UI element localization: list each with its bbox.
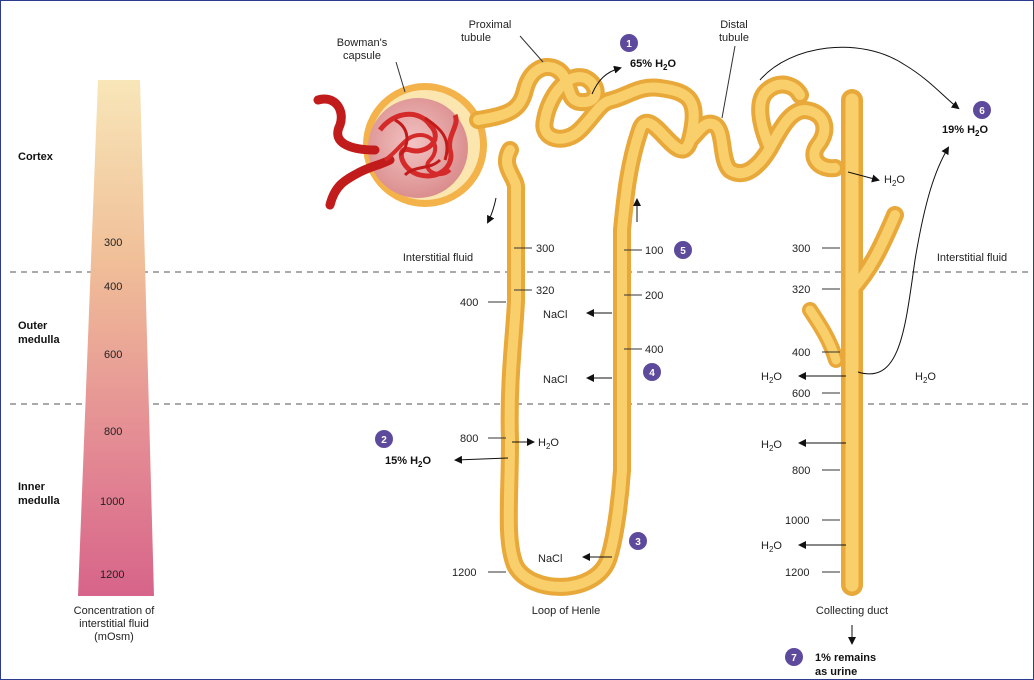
gradient-value-400: 400 bbox=[104, 281, 122, 293]
ascending-value-200: 200 bbox=[645, 290, 663, 302]
water-label-descending: H2O bbox=[538, 437, 559, 451]
duct-value-400: 400 bbox=[792, 347, 810, 359]
step-6-text: 19% H2O bbox=[942, 124, 988, 138]
nacl-label-bottom: NaCl bbox=[538, 553, 562, 565]
collecting-duct-label: Collecting duct bbox=[816, 605, 888, 617]
step-7-text-1: 1% remains bbox=[815, 652, 876, 664]
bowmans-capsule-label-2: capsule bbox=[343, 50, 381, 62]
svg-text:4: 4 bbox=[649, 368, 655, 379]
bowmans-capsule bbox=[318, 83, 487, 207]
collecting-duct-values: 300 320 400 600 800 1000 1200 bbox=[785, 243, 840, 579]
descending-value-1200: 1200 bbox=[452, 567, 476, 579]
zone-inner-medulla-label-1: Inner bbox=[18, 481, 46, 493]
nephron-tubule bbox=[478, 67, 895, 587]
distal-tubule-label-2: tubule bbox=[719, 32, 749, 44]
water-label-duct-3: H2O bbox=[761, 439, 782, 453]
gradient-caption-2: interstitial fluid bbox=[79, 618, 149, 630]
step-badge-6: 6 bbox=[973, 101, 991, 119]
svg-text:3: 3 bbox=[635, 537, 641, 548]
zone-inner-medulla-label-2: medulla bbox=[18, 495, 60, 507]
step-badge-3: 3 bbox=[629, 532, 647, 550]
step-7-text-2: as urine bbox=[815, 666, 857, 678]
svg-text:7: 7 bbox=[791, 653, 797, 664]
interstitial-fluid-left-label: Interstitial fluid bbox=[403, 252, 473, 264]
svg-text:1: 1 bbox=[626, 39, 632, 50]
concentration-gradient-bar bbox=[78, 80, 154, 596]
descending-value-400: 400 bbox=[460, 297, 478, 309]
step-badge-4: 4 bbox=[643, 363, 661, 381]
proximal-tubule-pointer bbox=[520, 36, 543, 62]
duct-value-600: 600 bbox=[792, 388, 810, 400]
descending-value-300: 300 bbox=[536, 243, 554, 255]
bowmans-capsule-label-1: Bowman's bbox=[337, 37, 388, 49]
duct-value-1000: 1000 bbox=[785, 515, 809, 527]
gradient-value-300: 300 bbox=[104, 237, 122, 249]
step-badge-1: 1 bbox=[620, 34, 638, 52]
gradient-value-600: 600 bbox=[104, 349, 122, 361]
interstitial-fluid-right-label: Interstitial fluid bbox=[937, 252, 1007, 264]
duct-value-320: 320 bbox=[792, 284, 810, 296]
proximal-tubule-label-2: tubule bbox=[461, 32, 491, 44]
distal-tubule-label-1: Distal bbox=[720, 19, 748, 31]
step-badge-2: 2 bbox=[375, 430, 393, 448]
step-2-text: 15% H2O bbox=[385, 455, 431, 469]
water-label-duct-2: H2O bbox=[761, 371, 782, 385]
step-badge-5: 5 bbox=[674, 241, 692, 259]
loop-of-henle-label: Loop of Henle bbox=[532, 605, 601, 617]
zone-outer-medulla-label-2: medulla bbox=[18, 334, 60, 346]
water-label-duct-4: H2O bbox=[761, 540, 782, 554]
gradient-value-1200: 1200 bbox=[100, 569, 124, 581]
zone-cortex-label: Cortex bbox=[18, 151, 54, 163]
svg-text:5: 5 bbox=[680, 246, 686, 257]
distal-tubule-pointer bbox=[722, 46, 735, 118]
gradient-caption-3: (mOsm) bbox=[94, 631, 134, 643]
descending-value-320: 320 bbox=[536, 285, 554, 297]
duct-value-1200: 1200 bbox=[785, 567, 809, 579]
flow-down-arrow bbox=[488, 198, 496, 222]
nacl-label-400: NaCl bbox=[543, 374, 567, 386]
gradient-caption-1: Concentration of bbox=[74, 605, 156, 617]
duct-value-300: 300 bbox=[792, 243, 810, 255]
water-label-duct-right: H2O bbox=[915, 371, 936, 385]
water-15pct-arrow bbox=[456, 458, 508, 460]
gradient-value-1000: 1000 bbox=[100, 496, 124, 508]
water-label-duct-1: H2O bbox=[884, 174, 905, 188]
descending-value-800: 800 bbox=[460, 433, 478, 445]
nacl-label-200: NaCl bbox=[543, 309, 567, 321]
bowmans-capsule-pointer bbox=[396, 62, 405, 92]
svg-text:6: 6 bbox=[979, 106, 985, 117]
ascending-value-400: 400 bbox=[645, 344, 663, 356]
step-1-text: 65% H2O bbox=[630, 58, 676, 72]
step-badge-7: 7 bbox=[785, 648, 803, 666]
proximal-tubule-label-1: Proximal bbox=[469, 19, 512, 31]
duct-value-800: 800 bbox=[792, 465, 810, 477]
gradient-value-800: 800 bbox=[104, 426, 122, 438]
zone-outer-medulla-label-1: Outer bbox=[18, 320, 48, 332]
svg-text:2: 2 bbox=[381, 435, 387, 446]
ascending-value-100: 100 bbox=[645, 245, 663, 257]
